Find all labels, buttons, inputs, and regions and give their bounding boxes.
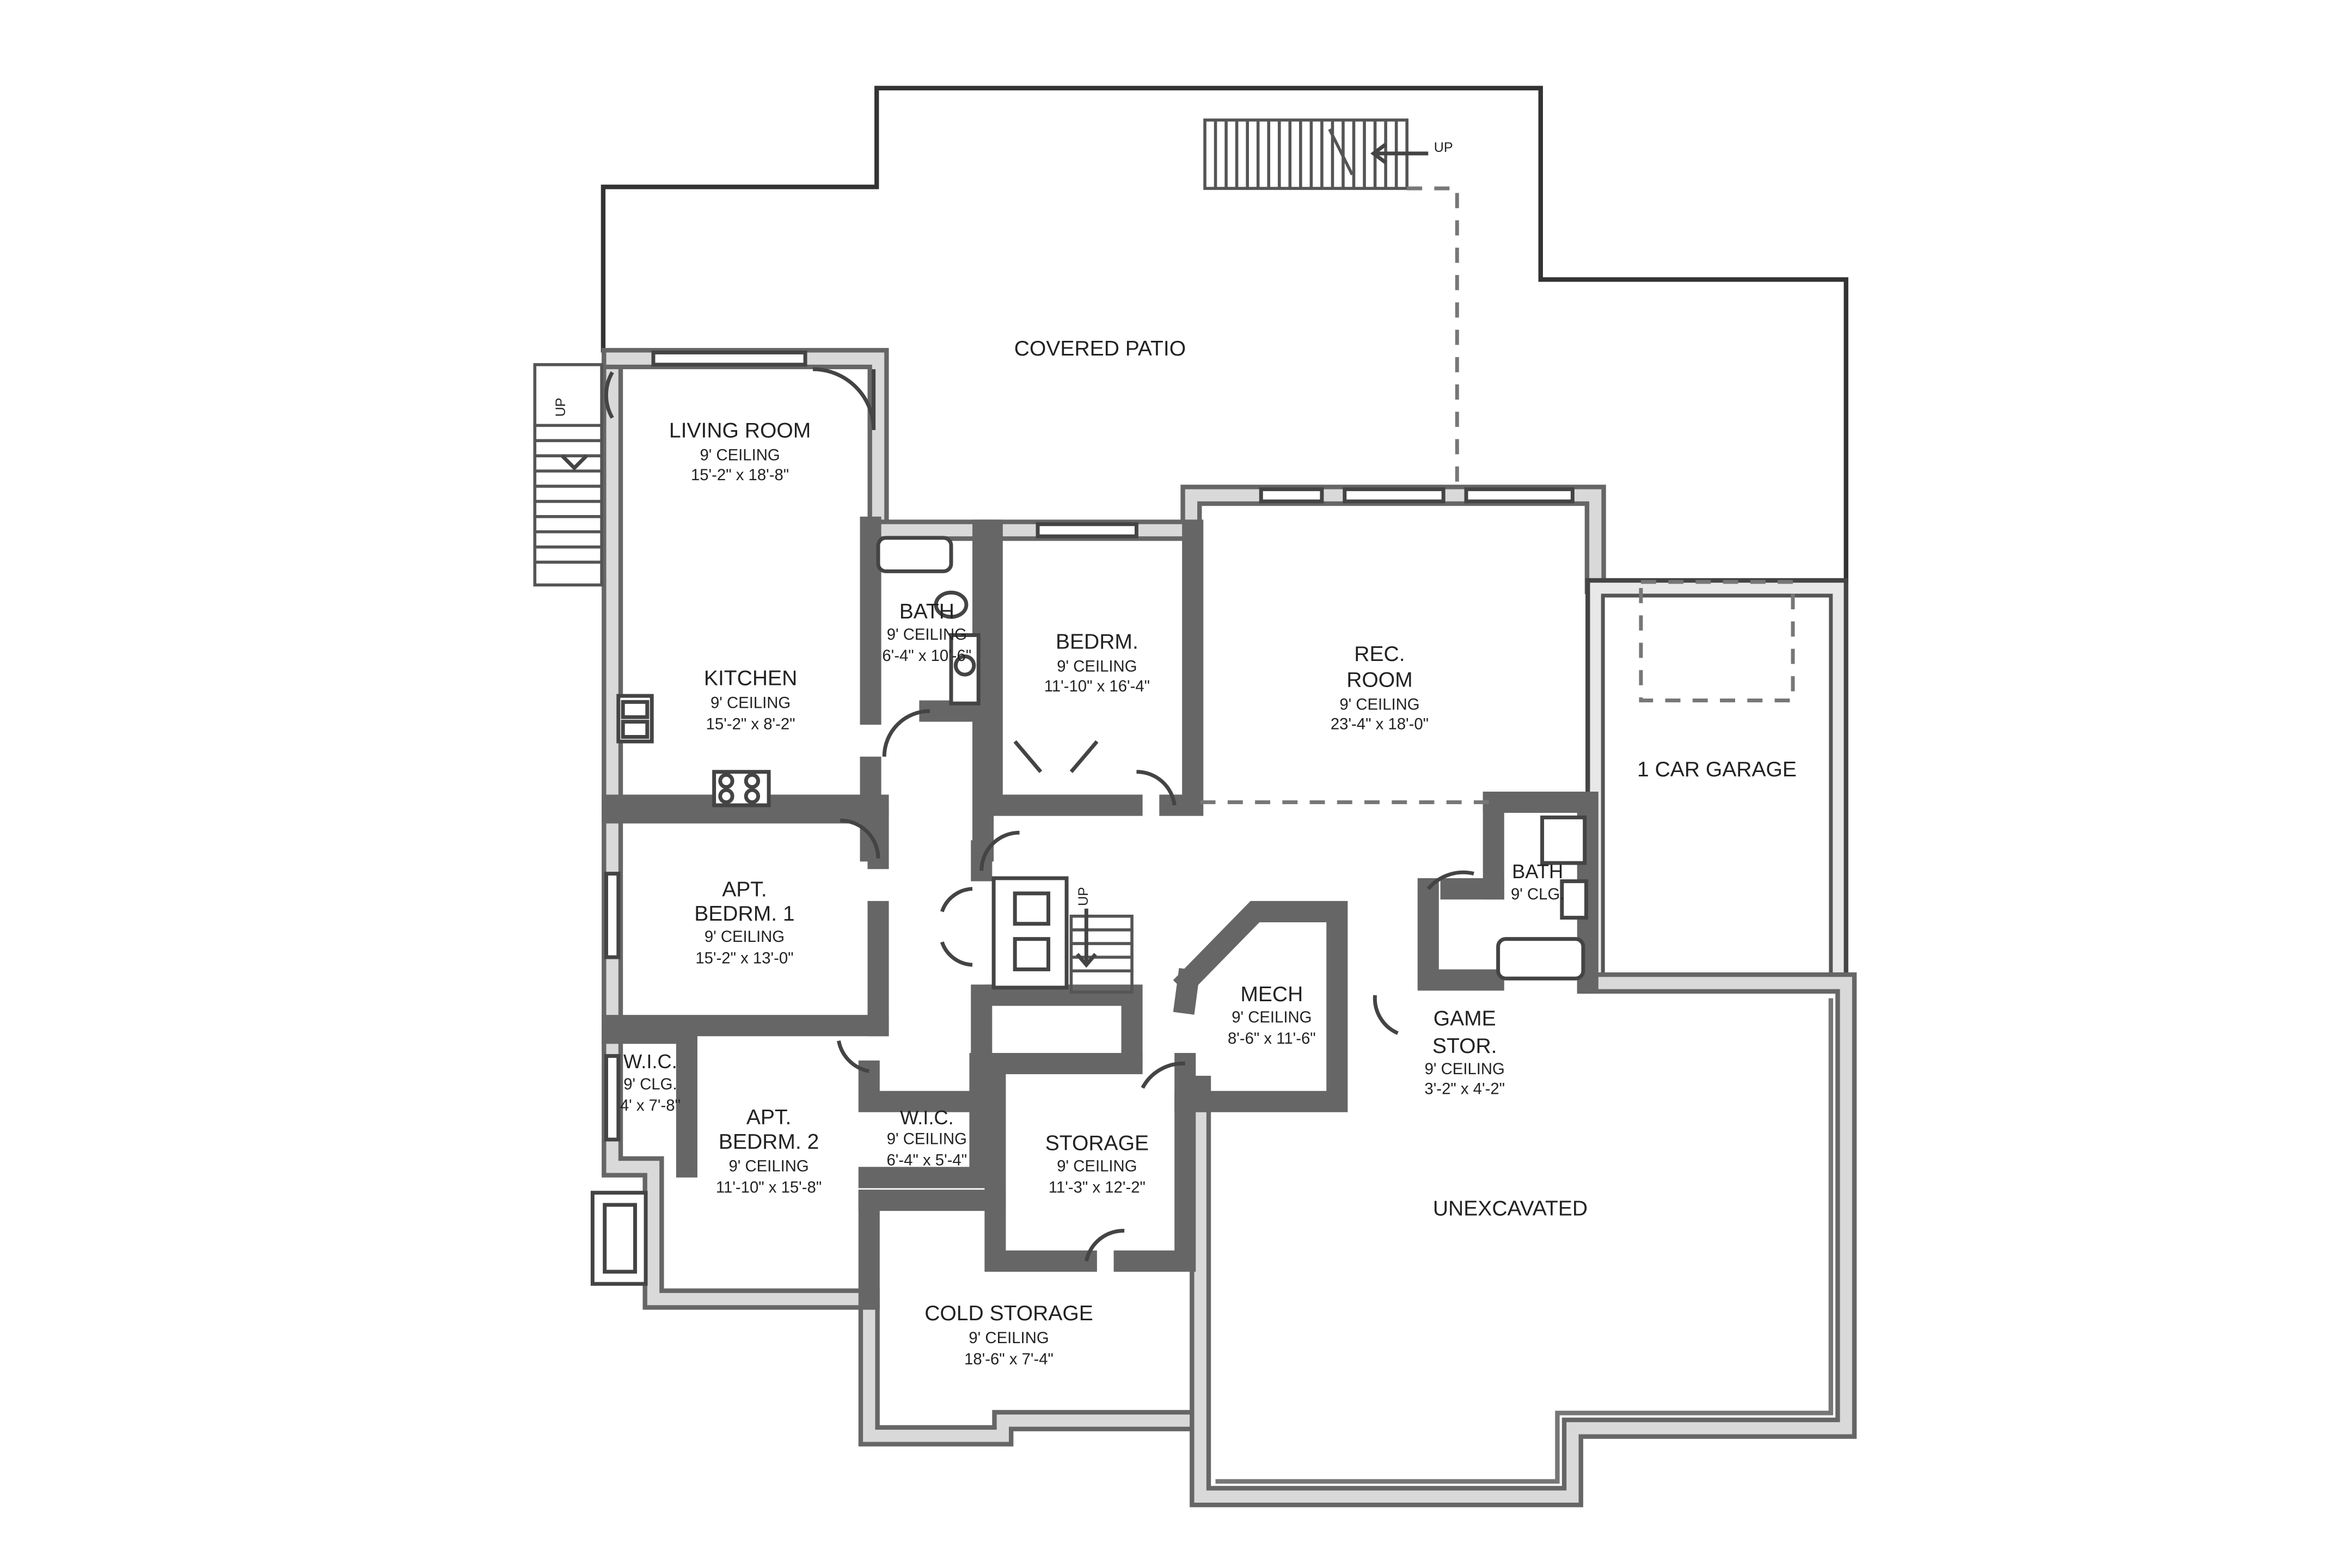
- game-storage-label-line1: GAME: [1434, 1007, 1496, 1031]
- living-room-top-wall: [602, 348, 889, 538]
- mech-label: MECH: [1240, 983, 1303, 1006]
- storage-label: STORAGE: [1045, 1132, 1149, 1155]
- apt-bedroom-1-ceiling: 9' CEILING: [705, 928, 785, 946]
- kitchen-fixtures: [616, 694, 771, 807]
- patio-outline: [601, 85, 1848, 582]
- unexcavated-label: UNEXCAVATED: [1433, 1197, 1588, 1221]
- window-well-left: [590, 1191, 648, 1286]
- cold-storage-label: COLD STORAGE: [924, 1302, 1093, 1325]
- hall-closet: [991, 876, 1069, 990]
- upper-bath-ceiling: 9' CEILING: [887, 626, 967, 644]
- mid-wic-ceiling: 9' CEILING: [887, 1130, 967, 1148]
- room-labels: COVERED PATIO LIVING ROOM 9' CEILING 15'…: [620, 337, 1797, 1368]
- interior-walls: [602, 516, 1598, 1310]
- right-bath-ceiling: 9' CLG.: [1511, 885, 1564, 903]
- apt-bedroom-2-label-line1: APT.: [746, 1106, 791, 1129]
- left-wic-ceiling: 9' CLG.: [623, 1075, 677, 1093]
- right-bath-fixtures: [1496, 815, 1588, 981]
- patio-stairs: UP: [1203, 118, 1453, 190]
- upper-bath-fixtures: [876, 536, 981, 706]
- covered-patio-label: COVERED PATIO: [1014, 337, 1186, 360]
- storage-size: 11'-3" x 12'-2": [1049, 1179, 1146, 1197]
- cold-storage-size: 18'-6" x 7'-4": [964, 1350, 1054, 1368]
- game-storage-label-line2: STOR.: [1432, 1034, 1497, 1058]
- left-wic-label: W.I.C.: [623, 1050, 677, 1073]
- rec-room-size: 23'-4" x 18'-0": [1331, 715, 1429, 733]
- rec-room-ceiling: 9' CEILING: [1339, 695, 1419, 713]
- left-wic-size: 4' x 7'-8": [620, 1097, 681, 1114]
- windows: [604, 350, 1575, 1142]
- bedroom-size: 11'-10" x 16'-4": [1044, 677, 1150, 695]
- unexcavated-walls: [1190, 972, 1857, 1508]
- bedroom-label: BEDRM.: [1056, 630, 1138, 654]
- rec-room-label-line2: ROOM: [1346, 668, 1412, 691]
- rec-room-label-line1: REC.: [1354, 642, 1405, 666]
- bedroom-ceiling: 9' CEILING: [1057, 657, 1137, 675]
- storage-ceiling: 9' CEILING: [1057, 1157, 1137, 1175]
- kitchen-ceiling: 9' CEILING: [710, 694, 791, 712]
- apt-bedroom-2-label-line2: BEDRM. 2: [719, 1130, 819, 1154]
- mid-wic-label: W.I.C.: [900, 1106, 954, 1129]
- patio-stair-up-label: UP: [1434, 140, 1453, 155]
- upper-bath-size: 6'-4" x 10'-6": [882, 647, 971, 665]
- right-bath-label: BATH: [1512, 860, 1563, 883]
- door-swings: [604, 367, 1474, 1262]
- interior-stairs: UP: [1069, 887, 1134, 994]
- patio-dashed-edge: [1407, 186, 1459, 494]
- mid-wic-size: 6'-4" x 5'-4": [887, 1151, 967, 1169]
- kitchen-size: 15'-2" x 8'-2": [706, 715, 795, 733]
- apt-bedroom-1-label-line2: BEDRM. 1: [694, 902, 794, 926]
- game-storage-size: 3'-2" x 4'-2": [1424, 1080, 1505, 1098]
- side-exterior-stairs: UP: [533, 363, 603, 587]
- living-room-size: 15'-2" x 18'-8": [691, 466, 789, 484]
- side-stair-up-label: UP: [553, 397, 568, 416]
- apt-bedroom-1-size: 15'-2" x 13'-0": [695, 949, 793, 967]
- living-room-label: LIVING ROOM: [669, 419, 811, 443]
- game-storage-ceiling: 9' CEILING: [1425, 1060, 1505, 1078]
- mech-ceiling: 9' CEILING: [1232, 1008, 1312, 1026]
- apt-bedroom-2-size: 11'-10" x 15'-8": [716, 1179, 822, 1197]
- garage-label: 1 CAR GARAGE: [1637, 758, 1797, 781]
- cold-storage-ceiling: 9' CEILING: [969, 1329, 1049, 1347]
- kitchen-label: KITCHEN: [704, 667, 797, 690]
- interior-stair-up-label: UP: [1076, 887, 1091, 906]
- apt-bedroom-1-label-line1: APT.: [722, 878, 767, 902]
- living-room-ceiling: 9' CEILING: [700, 446, 780, 464]
- apt-bedroom-2-ceiling: 9' CEILING: [728, 1157, 808, 1175]
- upper-bath-label: BATH: [899, 600, 954, 623]
- mech-size: 8'-6" x 11'-6": [1228, 1030, 1316, 1048]
